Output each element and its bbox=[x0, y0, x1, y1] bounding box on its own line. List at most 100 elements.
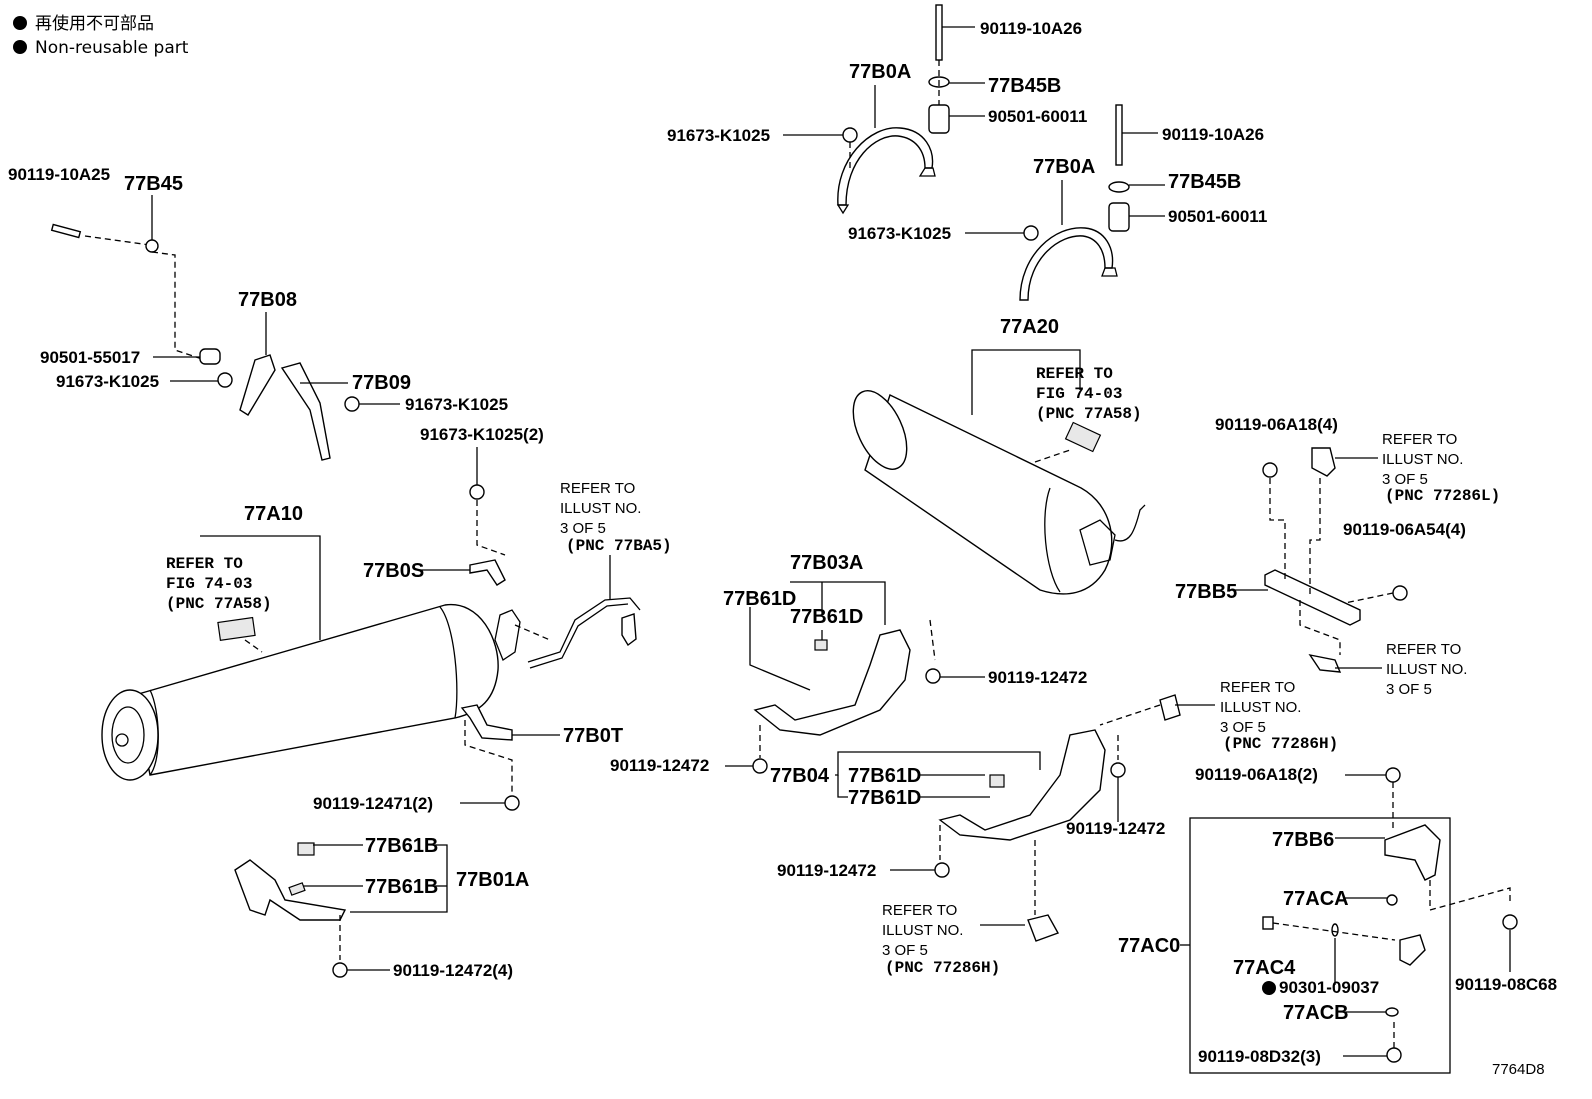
label-77B45: 77B45 bbox=[124, 173, 183, 195]
label-90119-08D32-3: 90119-08D32(3) bbox=[1198, 1047, 1321, 1066]
label-77B45B-top: 77B45B bbox=[988, 75, 1061, 97]
label-90119-12472-c: 90119-12472 bbox=[1066, 819, 1165, 838]
label-91673-K1025-top: 91673-K1025 bbox=[667, 126, 770, 145]
tank-77A10 bbox=[101, 604, 551, 781]
label-90119-12471-2: 90119-12471(2) bbox=[313, 794, 433, 813]
part-77ACA bbox=[1386, 894, 1398, 906]
refer-fig-right: REFER TO FIG 74-03 (PNC 77A58) bbox=[1036, 365, 1142, 423]
label-90119-12472-a: 90119-12472 bbox=[988, 668, 1087, 687]
label-90119-10A26-mid: 90119-10A26 bbox=[1162, 125, 1264, 144]
bracket-77B0S bbox=[469, 559, 506, 586]
svg-text:ILLUST NO.: ILLUST NO. bbox=[1386, 661, 1467, 678]
nut-91673-K1025-a bbox=[217, 372, 233, 388]
label-77B45B-mid: 77B45B bbox=[1168, 171, 1241, 193]
svg-text:(PNC 77286H): (PNC 77286H) bbox=[1223, 735, 1338, 753]
label-77B61D-b: 77B61D bbox=[790, 606, 863, 628]
clamp-77286H-a bbox=[1159, 694, 1181, 721]
non-reusable-bullet-icon bbox=[13, 40, 27, 54]
label-77BB6: 77BB6 bbox=[1272, 829, 1334, 851]
label-77B0S: 77B0S bbox=[363, 560, 424, 582]
svg-text:(PNC 77BA5): (PNC 77BA5) bbox=[566, 537, 672, 555]
spacer-90501-60011-mid bbox=[1108, 202, 1130, 232]
bracket-77B09 bbox=[280, 362, 331, 461]
bolt-90119-12472-b bbox=[752, 758, 768, 774]
svg-text:ILLUST NO.: ILLUST NO. bbox=[1220, 699, 1301, 716]
legend-japanese: 再使用不可部品 bbox=[35, 13, 154, 34]
label-90301-09037: 90301-09037 bbox=[1279, 978, 1379, 997]
svg-text:3 OF 5: 3 OF 5 bbox=[1386, 681, 1432, 698]
bolt-90119-08C68 bbox=[1502, 914, 1518, 930]
bracket-77B04 bbox=[938, 729, 1106, 841]
svg-text:3 OF 5: 3 OF 5 bbox=[560, 520, 606, 537]
refer-illust-77BA5: REFER TO ILLUST NO. 3 OF 5 (PNC 77BA5) bbox=[560, 480, 672, 555]
label-90119-06A18-4: 90119-06A18(4) bbox=[1215, 415, 1338, 434]
svg-text:REFER TO: REFER TO bbox=[560, 480, 635, 497]
label-77B03A: 77B03A bbox=[790, 552, 863, 574]
bolt-90119-10A26-top bbox=[935, 4, 943, 61]
leader-77A10-ref bbox=[244, 639, 263, 653]
label-77B61B-b: 77B61B bbox=[365, 876, 438, 898]
svg-text:(PNC 77A58): (PNC 77A58) bbox=[1036, 405, 1142, 423]
bolt-90119-10A25 bbox=[50, 223, 82, 239]
label-90119-12472-4: 90119-12472(4) bbox=[393, 961, 513, 980]
spacer-90501-60011-top bbox=[928, 104, 950, 134]
label-90119-12472-b: 90119-12472 bbox=[610, 756, 709, 775]
label-77B61D-d: 77B61D bbox=[848, 787, 921, 809]
svg-text:ILLUST NO.: ILLUST NO. bbox=[560, 500, 641, 517]
refer-illust-77286H-a: REFER TO ILLUST NO. 3 OF 5 (PNC 77286H) bbox=[1220, 679, 1338, 753]
svg-text:(PNC 77286L): (PNC 77286L) bbox=[1385, 487, 1500, 505]
label-77ACA: 77ACA bbox=[1283, 888, 1349, 910]
rail-77BB5 bbox=[1264, 569, 1361, 626]
label-77A20: 77A20 bbox=[1000, 316, 1059, 338]
spacer-90501-55017 bbox=[199, 348, 221, 365]
washer-77B45 bbox=[145, 239, 159, 253]
label-77AC4: 77AC4 bbox=[1233, 957, 1296, 979]
label-77B61B-a: 77B61B bbox=[365, 835, 438, 857]
bolt-90119-12471 bbox=[504, 795, 520, 811]
refer-illust-77286L: REFER TO ILLUST NO. 3 OF 5 (PNC 77286L) bbox=[1382, 431, 1500, 505]
refer-fig-left: REFER TO FIG 74-03 (PNC 77A58) bbox=[166, 555, 272, 613]
bracket-77B08 bbox=[239, 354, 276, 416]
nut-91673-K1025-2 bbox=[469, 484, 485, 500]
tank-77A20 bbox=[852, 390, 1146, 595]
nut-91673-K1025-b bbox=[344, 396, 360, 412]
svg-text:ILLUST NO.: ILLUST NO. bbox=[1382, 451, 1463, 468]
nut-91673-K1025-mid bbox=[1023, 225, 1039, 241]
svg-text:REFER TO: REFER TO bbox=[1220, 679, 1295, 696]
label-90501-60011-mid: 90501-60011 bbox=[1168, 207, 1267, 226]
figure-code: 7764D8 bbox=[1492, 1061, 1545, 1078]
label-77AC0: 77AC0 bbox=[1118, 935, 1180, 957]
label-77B0A-left: 77B0A bbox=[849, 61, 911, 83]
bracket-77B01A bbox=[234, 842, 347, 921]
nut-91673-K1025-top bbox=[842, 127, 858, 143]
harness-77BA5 bbox=[527, 555, 641, 669]
washer-77B45B-mid bbox=[1108, 181, 1130, 193]
svg-text:FIG 74-03: FIG 74-03 bbox=[1036, 385, 1122, 403]
svg-text:REFER TO: REFER TO bbox=[1036, 365, 1113, 383]
clip-77286L bbox=[1311, 447, 1336, 477]
svg-text:3 OF 5: 3 OF 5 bbox=[1382, 471, 1428, 488]
label-77ACB: 77ACB bbox=[1283, 1002, 1349, 1024]
label-77B09: 77B09 bbox=[352, 372, 411, 394]
leader-77A10 bbox=[200, 535, 321, 640]
label-77B0T: 77B0T bbox=[563, 725, 623, 747]
leader-77A20 bbox=[971, 349, 1081, 415]
refer-illust-plain: REFER TO ILLUST NO. 3 OF 5 bbox=[1386, 641, 1467, 698]
leader-lines bbox=[151, 26, 1511, 1057]
bracket-77BB6 bbox=[1384, 824, 1441, 881]
svg-text:REFER TO: REFER TO bbox=[882, 902, 957, 919]
refer-illust-77286H-b: REFER TO ILLUST NO. 3 OF 5 (PNC 77286H) bbox=[882, 902, 1000, 977]
svg-text:REFER TO: REFER TO bbox=[1386, 641, 1461, 658]
label-90119-06A54-4: 90119-06A54(4) bbox=[1343, 520, 1466, 539]
bolt-90119-06A18-4 bbox=[1262, 462, 1278, 478]
bracket-77B0T bbox=[460, 704, 513, 741]
label-90119-06A18-2: 90119-06A18(2) bbox=[1195, 765, 1318, 784]
label-77B08: 77B08 bbox=[238, 289, 297, 311]
svg-text:REFER TO: REFER TO bbox=[1382, 431, 1457, 448]
oring-90301-09037 bbox=[1331, 923, 1339, 937]
svg-text:(PNC 77286H): (PNC 77286H) bbox=[885, 959, 1000, 977]
clamp-77286H-b bbox=[1027, 914, 1060, 942]
non-reusable-bullet-icon bbox=[13, 16, 27, 30]
